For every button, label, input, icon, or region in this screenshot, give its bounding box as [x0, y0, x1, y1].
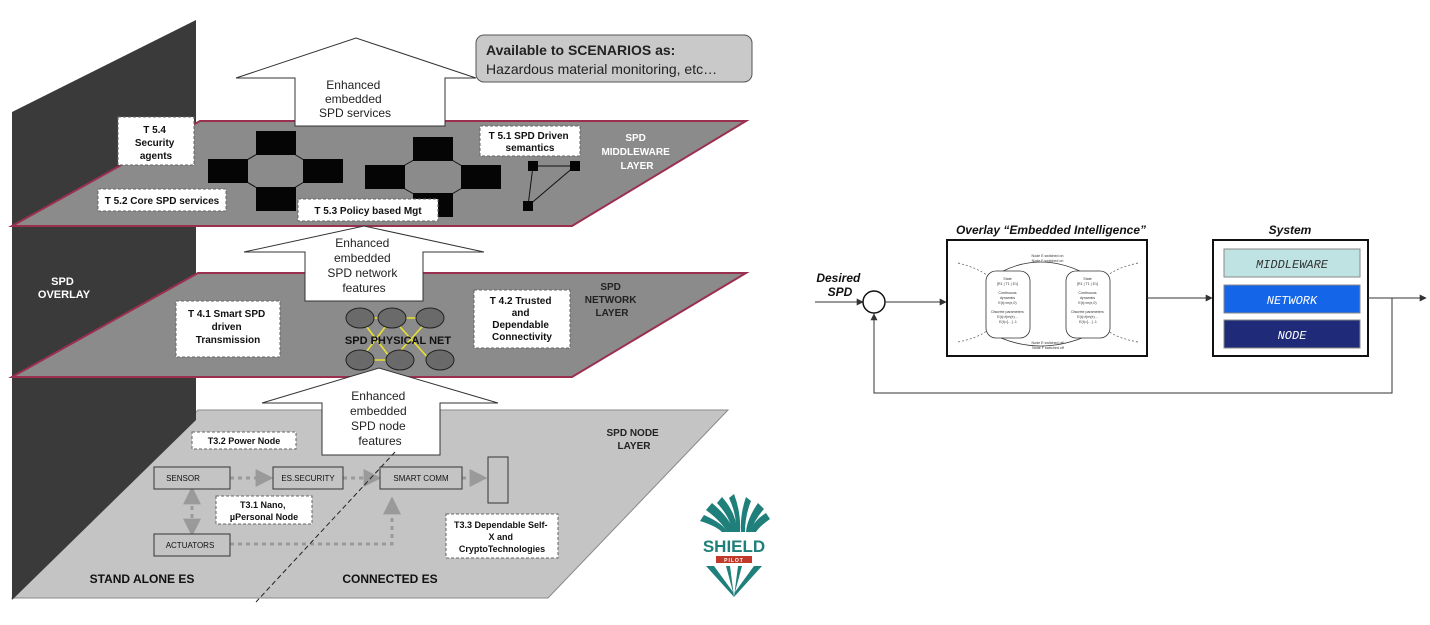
node-layer-label: SPD NODE LAYER [606, 428, 661, 452]
task-t42: T 4.2 Trusted and Dependable Connectivit… [473, 289, 571, 349]
connected-label: CONNECTED ES [342, 572, 437, 586]
svg-text:Node E switched on Nod: Node E switched on Node F switched on No… [1032, 254, 1065, 350]
network-layer-label: SPD NETWORK LAYER [585, 282, 639, 319]
block-es-security: ES.SECURITY [272, 466, 344, 490]
shield-logo: SHIELD PILOT [700, 494, 770, 597]
overlay-state-machine: State [R1 | T1 | E1] Continuous dynamics… [957, 254, 1139, 350]
svg-text:T3.2 Power Node: T3.2 Power Node [208, 436, 281, 446]
system-layer-node: NODE [1223, 319, 1361, 349]
svg-text:ES.SECURITY: ES.SECURITY [281, 474, 335, 483]
middleware-nodes [208, 131, 580, 217]
svg-text:ACTUATORS: ACTUATORS [166, 541, 215, 550]
physical-net-label: SPD PHYSICAL NET [345, 335, 451, 347]
overlay-label: SPD OVERLAY [38, 276, 91, 301]
svg-text:Enhanced embedded: Enhanced embedded SPD services [319, 78, 391, 120]
svg-text:T3.3 Dependable Self-: T3.3 Dependable Self- X and CryptoTechno… [454, 520, 550, 554]
es-divider [255, 451, 396, 603]
node-flows [183, 469, 488, 546]
physical-net: SPD PHYSICAL NET [345, 307, 455, 371]
scenarios-title: Available to SCENARIOS as: [486, 42, 675, 58]
task-t33: T3.3 Dependable Self- X and CryptoTechno… [445, 513, 559, 559]
desired-spd-label: Desired SPD [816, 271, 863, 299]
summing-junction [862, 290, 886, 314]
svg-text:T 5.4 Security: T 5.4 Security agents [135, 125, 177, 162]
svg-text:State [R1 | T1 | E1]: State [R1 | T1 | E1] Continuous dynamics… [991, 277, 1024, 324]
arrow-middle: Enhanced embedded SPD network features [243, 225, 485, 302]
svg-text:T 4.2 Trusted and: T 4.2 Trusted and Dependable Connectivit… [490, 296, 554, 343]
svg-text:MIDDLEWARE: MIDDLEWARE [1256, 258, 1329, 272]
comm-device [487, 456, 509, 504]
svg-text:NETWORK: NETWORK [1267, 294, 1318, 308]
svg-text:State [R1 | T1 | E1]: State [R1 | T1 | E1] Continuous dynamics… [1071, 277, 1104, 324]
system-layer-network: NETWORK [1223, 284, 1361, 314]
logo-subtext: PILOT [724, 558, 744, 564]
task-t41: T 4.1 Smart SPD driven Transmission [175, 300, 281, 358]
task-t53: T 5.3 Policy based Mgt [297, 198, 439, 222]
task-t32: T3.2 Power Node [191, 431, 297, 450]
svg-text:Enhanced embedded: Enhanced embedded SPD network features [327, 236, 400, 295]
svg-text:SENSOR: SENSOR [166, 474, 200, 483]
arrow-top: Enhanced embedded SPD services [235, 37, 477, 127]
stand-alone-label: STAND ALONE ES [90, 572, 195, 586]
scenarios-subtitle: Hazardous material monitoring, etc… [486, 61, 717, 77]
system-title: System [1269, 223, 1312, 237]
svg-text:Enhanced embedded: Enhanced embedded SPD node features [350, 389, 410, 448]
arrow-bottom: Enhanced embedded SPD node features [261, 367, 499, 456]
overlay-box [946, 239, 1148, 357]
svg-text:T 4.1 Smart SPD driven: T 4.1 Smart SPD driven Transmission [188, 309, 268, 346]
block-sensor: SENSOR [153, 466, 231, 490]
feedback-loop [870, 298, 1393, 394]
svg-text:T 5.1 SPD Driven seman: T 5.1 SPD Driven semantics [489, 131, 572, 154]
svg-text:T 5.3 Policy based Mgt: T 5.3 Policy based Mgt [314, 206, 422, 217]
task-t31: T3.1 Nano, µPersonal Node [215, 495, 313, 525]
control-diagram: Desired SPD Overlay “Embedded Intelligen… [815, 223, 1427, 394]
task-t51: T 5.1 SPD Driven semantics [479, 125, 581, 157]
svg-text:T3.1 Nano, µPersonal N: T3.1 Nano, µPersonal Node [230, 500, 298, 522]
middleware-layer-label: SPD MIDDLEWARE LAYER [601, 133, 672, 172]
task-t52: T 5.2 Core SPD services [97, 188, 227, 212]
overlay-title: Overlay “Embedded Intelligence” [956, 223, 1146, 237]
task-t54: T 5.4 Security agents [117, 116, 195, 166]
block-smart-comm: SMART COMM [379, 466, 463, 490]
svg-text:T 5.2 Core SPD services: T 5.2 Core SPD services [105, 196, 220, 207]
system-layer-middleware: MIDDLEWARE [1223, 248, 1361, 278]
svg-text:SMART COMM: SMART COMM [393, 474, 449, 483]
logo-text: SHIELD [703, 537, 765, 556]
scenarios-callout: Available to SCENARIOS as: Hazardous mat… [475, 34, 753, 83]
svg-text:NODE: NODE [1278, 329, 1308, 343]
left-architecture-diagram: SPD OVERLAY Available to SCENARIOS as: H… [8, 20, 753, 603]
block-actuators: ACTUATORS [153, 533, 231, 557]
